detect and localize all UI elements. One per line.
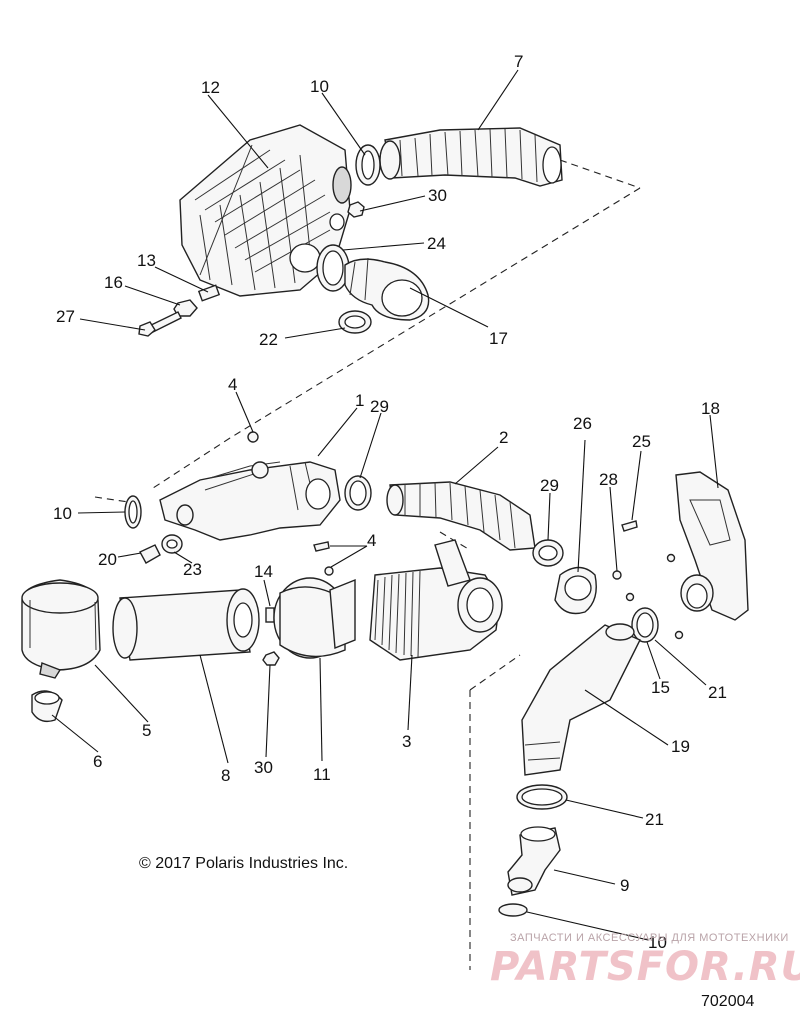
screw-4-top (247, 431, 259, 443)
callout-21-lower: 21 (645, 810, 664, 829)
hose-clamp-top (355, 144, 381, 186)
callout-4-top: 4 (228, 375, 237, 394)
callout-27: 27 (56, 307, 75, 326)
callout-6: 6 (93, 752, 102, 771)
callout-3: 3 (402, 732, 411, 751)
clamp-10-left (124, 495, 142, 529)
clamp-29-right (532, 539, 564, 567)
callout-16: 16 (104, 273, 123, 292)
callout-10-bottom: 10 (648, 933, 667, 952)
callout-14: 14 (254, 562, 273, 581)
precleaner-cover (21, 579, 101, 679)
clamp-ring (316, 244, 350, 292)
outlet-duct (521, 623, 641, 776)
callout-labels: 12 10 7 30 24 13 16 27 22 17 4 1 29 2 26… (53, 52, 727, 952)
screw-4-mid (313, 541, 334, 576)
callout-7: 7 (514, 52, 523, 71)
callout-26: 26 (573, 414, 592, 433)
callout-17: 17 (489, 329, 508, 348)
clamp-10-bottom (498, 903, 528, 917)
side-panel (675, 471, 749, 621)
throttle-adapter (507, 826, 561, 896)
filter-canister (369, 539, 503, 661)
small-fittings (139, 534, 183, 564)
callout-30-top: 30 (428, 186, 447, 205)
filter-bolts (262, 607, 280, 666)
clamp-15 (631, 607, 659, 643)
fastener-group (138, 284, 221, 337)
callout-20: 20 (98, 550, 117, 569)
callout-8: 8 (221, 766, 230, 785)
drawing-number: 702004 (701, 993, 755, 1010)
callout-1: 1 (355, 391, 364, 410)
callout-22: 22 (259, 330, 278, 349)
callout-11: 11 (313, 765, 331, 784)
intake-hose (386, 481, 536, 551)
watermark-logo: PARTSFOR.RU (490, 944, 800, 990)
dust-valve (31, 690, 63, 723)
clamp-lower (338, 310, 372, 334)
nut-top (347, 201, 365, 218)
callout-29-top: 29 (370, 397, 389, 416)
callout-21-upper: 21 (708, 683, 727, 702)
callout-18: 18 (701, 399, 720, 418)
screws-right (612, 520, 684, 640)
callout-5: 5 (142, 721, 151, 740)
air-filter-element (112, 588, 260, 661)
coupler (554, 566, 597, 615)
callout-28: 28 (599, 470, 618, 489)
copyright-notice: © 2017 Polaris Industries Inc. (139, 855, 349, 872)
callout-19: 19 (671, 737, 690, 756)
callout-29-right: 29 (540, 476, 559, 495)
leader-lines (51, 69, 719, 941)
callout-30-bottom: 30 (254, 758, 273, 777)
callout-2: 2 (499, 428, 508, 447)
callout-10-left: 10 (53, 504, 72, 523)
callout-9: 9 (620, 876, 629, 895)
callout-4-mid: 4 (367, 531, 376, 550)
watermark-tagline: ЗАПЧАСТИ И АКСЕССУАРЫ ДЛЯ МОТОТЕХНИКИ (510, 932, 789, 944)
clamp-21-bottom (516, 784, 568, 810)
callout-15: 15 (651, 678, 670, 697)
callout-12: 12 (201, 78, 220, 97)
clamp-29-upper (344, 475, 372, 511)
airbox-housing (179, 124, 352, 297)
callout-23: 23 (183, 560, 202, 579)
airbox-lower-body (159, 461, 341, 541)
callout-10-top: 10 (310, 77, 329, 96)
callout-24: 24 (427, 234, 446, 253)
callout-25: 25 (632, 432, 651, 451)
intake-duct-upper (379, 127, 563, 187)
assembly-guide-lines (94, 159, 641, 970)
callout-13: 13 (137, 251, 156, 270)
filter-end-cap (273, 577, 356, 659)
